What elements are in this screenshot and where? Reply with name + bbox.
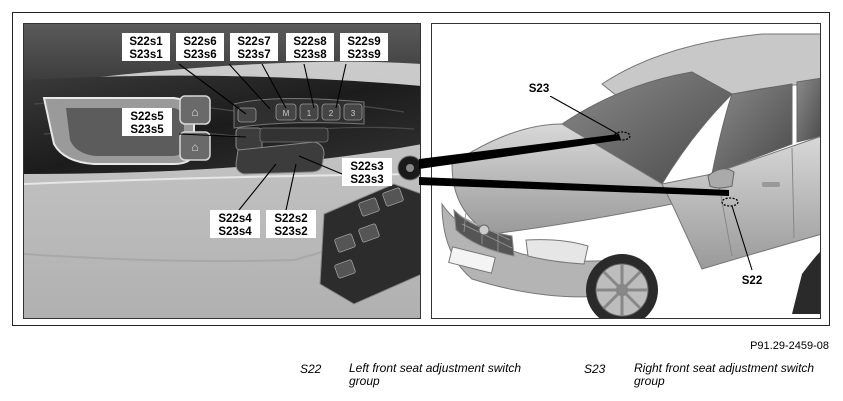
memory-3-glyph: 3 bbox=[351, 109, 356, 118]
callout-s23: S23 bbox=[524, 80, 554, 96]
callout-s2: S22s2 S23s2 bbox=[266, 210, 316, 238]
svg-text:S23s4: S23s4 bbox=[218, 226, 252, 238]
svg-text:S23s1: S23s1 bbox=[129, 49, 163, 61]
svg-text:S23s7: S23s7 bbox=[237, 49, 270, 61]
svg-text:S23s8: S23s8 bbox=[293, 49, 327, 61]
svg-text:S22s5: S22s5 bbox=[130, 111, 164, 123]
callout-leaders bbox=[178, 63, 347, 211]
memory-button-2 bbox=[321, 103, 341, 121]
lock-button bbox=[179, 131, 211, 161]
connector-lower bbox=[419, 177, 729, 196]
svg-text:S22s6: S22s6 bbox=[183, 36, 216, 48]
svg-text:S22s7: S22s7 bbox=[237, 36, 270, 48]
backrest-switch bbox=[259, 127, 329, 143]
vehicle-callout-leaders bbox=[549, 95, 753, 271]
memory-2-glyph: 2 bbox=[329, 109, 334, 118]
seat-cushion-switch bbox=[235, 141, 325, 175]
memory-1-glyph: 1 bbox=[307, 109, 312, 118]
callout-s3: S22s3 S23s3 bbox=[342, 158, 392, 186]
memory-button bbox=[275, 103, 297, 121]
side-window-rear bbox=[796, 77, 820, 143]
callout-s9: S22s9 S23s9 bbox=[340, 33, 388, 61]
unlock-icon: ⌂ bbox=[191, 105, 198, 119]
legend-desc-s22: Left front seat adjustment switch group bbox=[349, 361, 522, 388]
svg-text:S23s3: S23s3 bbox=[350, 174, 383, 186]
callout-s1: S22s1 S23s1 bbox=[122, 33, 170, 61]
svg-text:S22s9: S22s9 bbox=[347, 36, 380, 48]
svg-text:S22: S22 bbox=[742, 275, 762, 287]
door-handle-front bbox=[762, 182, 780, 187]
callout-s5: S22s5 S23s5 bbox=[122, 108, 172, 136]
connector-upper bbox=[419, 134, 621, 169]
vehicle-illustration: S23 S22 bbox=[441, 33, 820, 318]
unlock-button bbox=[179, 95, 211, 125]
figure-id: P91.29-2459-08 bbox=[750, 340, 829, 352]
callout-s7: S22s7 S23s7 bbox=[230, 33, 278, 61]
door-panel-illustration: ⌂ ⌂ M 1 2 3 bbox=[24, 24, 420, 318]
callout-s22: S22 bbox=[737, 272, 767, 288]
callout-s4: S22s4 S23s4 bbox=[210, 210, 260, 238]
svg-text:S22s4: S22s4 bbox=[218, 213, 252, 225]
callout-s8: S22s8 S23s8 bbox=[286, 33, 334, 61]
vehicle-view: S23 S22 bbox=[431, 23, 821, 319]
svg-text:S23s9: S23s9 bbox=[347, 49, 380, 61]
svg-text:S23s2: S23s2 bbox=[274, 226, 307, 238]
diagram-frame: ⌂ ⌂ M 1 2 3 bbox=[12, 12, 830, 326]
svg-text:S22s3: S22s3 bbox=[350, 161, 383, 173]
view-connector bbox=[419, 134, 729, 196]
memory-glyph: M bbox=[283, 109, 290, 118]
door-panel-view: ⌂ ⌂ M 1 2 3 bbox=[23, 23, 421, 319]
svg-text:S22s8: S22s8 bbox=[293, 36, 327, 48]
svg-text:S23s5: S23s5 bbox=[130, 124, 164, 136]
svg-text:S23: S23 bbox=[529, 83, 549, 95]
side-window-front bbox=[711, 83, 793, 175]
svg-text:S22s1: S22s1 bbox=[129, 36, 163, 48]
legend-desc-s23: Right front seat adjustment switch group bbox=[634, 361, 815, 388]
callout-s6: S22s6 S23s6 bbox=[176, 33, 224, 61]
legend-key-s23: S23 bbox=[584, 362, 606, 376]
headlight bbox=[525, 239, 589, 265]
license-plate bbox=[448, 246, 496, 274]
memory-button-3 bbox=[343, 103, 363, 121]
svg-text:S23s6: S23s6 bbox=[183, 49, 216, 61]
brand-emblem bbox=[478, 224, 490, 236]
car-side bbox=[661, 136, 820, 270]
lock-icon: ⌂ bbox=[191, 140, 198, 154]
svg-text:S22s2: S22s2 bbox=[274, 213, 307, 225]
rear-wheel bbox=[792, 251, 820, 314]
side-mirror bbox=[707, 168, 735, 189]
legend-key-s22: S22 bbox=[300, 362, 322, 376]
